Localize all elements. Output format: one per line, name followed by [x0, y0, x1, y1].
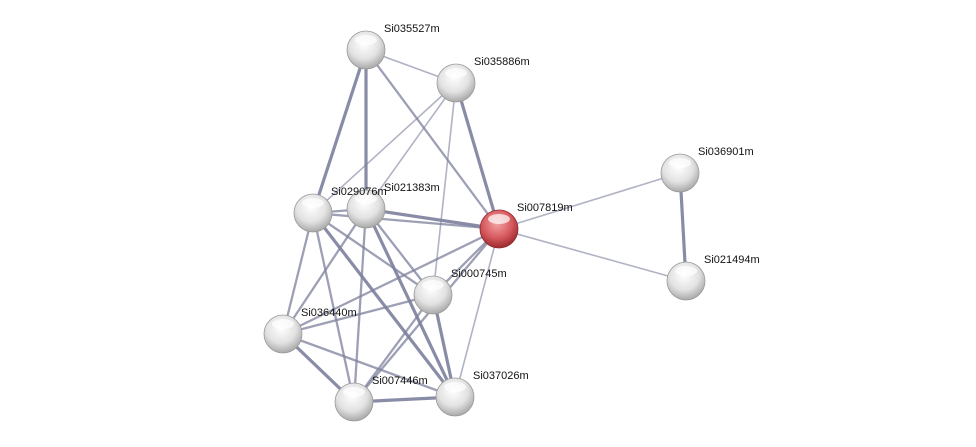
- node-label[interactable]: Si021383m: [384, 182, 440, 194]
- node-Si029076m[interactable]: Si029076m: [293, 186, 387, 233]
- sphere-highlight: [355, 35, 377, 45]
- edge-Si021383m-Si037026m[interactable]: [364, 208, 457, 398]
- node-label[interactable]: Si036440m: [301, 307, 357, 319]
- node-Si037026m[interactable]: Si037026m: [435, 370, 529, 417]
- edge-Si035886m-Si007819m[interactable]: [454, 82, 501, 230]
- node-label[interactable]: Si035886m: [474, 56, 530, 68]
- edge-Si007819m-Si021494m[interactable]: [498, 228, 687, 282]
- edge-Si035527m-Si007819m[interactable]: [365, 49, 500, 230]
- node-label[interactable]: Si007446m: [372, 375, 428, 387]
- edge-Si000745m-Si036440m[interactable]: [282, 293, 434, 336]
- sphere-highlight: [355, 194, 377, 204]
- node-Si000745m[interactable]: Si000745m: [413, 268, 507, 315]
- edge-Si029076m-Si007446m[interactable]: [311, 212, 356, 403]
- sphere-highlight: [675, 266, 697, 276]
- edge-Si035886m-Si021383m[interactable]: [365, 82, 457, 210]
- node-Si035886m[interactable]: Si035886m: [436, 56, 530, 103]
- node-label[interactable]: Si035527m: [384, 23, 440, 35]
- node-Si036901m[interactable]: Si036901m: [660, 146, 754, 193]
- node-label[interactable]: Si021494m: [704, 254, 760, 266]
- edge-Si007819m-Si037026m[interactable]: [454, 228, 500, 398]
- edge-Si021383m-Si007446m[interactable]: [352, 208, 368, 403]
- node-label[interactable]: Si007819m: [517, 202, 573, 214]
- node-label[interactable]: Si000745m: [451, 268, 507, 280]
- sphere-highlight: [302, 198, 324, 208]
- edge-Si035527m-Si029076m[interactable]: [311, 49, 368, 214]
- sphere-highlight: [444, 382, 466, 392]
- sphere-highlight: [422, 280, 444, 290]
- sphere-highlight: [669, 158, 691, 168]
- node-Si036440m[interactable]: Si036440m: [263, 307, 357, 354]
- edge-Si029076m-Si036440m[interactable]: [281, 212, 315, 335]
- sphere-highlight: [445, 68, 467, 78]
- node-Si021494m[interactable]: Si021494m: [666, 254, 760, 301]
- edge-Si007819m-Si036440m[interactable]: [282, 227, 500, 336]
- edge-Si007819m-Si036901m[interactable]: [498, 172, 681, 230]
- edge-Si036440m-Si037026m[interactable]: [282, 332, 456, 399]
- edge-Si029076m-Si007819m[interactable]: [312, 211, 500, 231]
- sphere-highlight: [488, 214, 510, 224]
- edge-Si029076m-Si000745m[interactable]: [312, 212, 434, 296]
- edge-Si000745m-Si007446m[interactable]: [353, 294, 434, 403]
- node-label[interactable]: Si036901m: [698, 146, 754, 158]
- edge-Si007819m-Si007446m[interactable]: [353, 228, 500, 403]
- edge-Si021383m-Si007819m[interactable]: [365, 207, 500, 231]
- node-Si021383m[interactable]: Si021383m: [346, 182, 440, 229]
- edge-Si029076m-Si037026m[interactable]: [311, 212, 457, 398]
- node-Si007446m[interactable]: Si007446m: [334, 375, 428, 422]
- node-label[interactable]: Si029076m: [331, 186, 387, 198]
- edge-Si021383m-Si036440m[interactable]: [282, 208, 367, 335]
- sphere-highlight: [343, 387, 365, 397]
- node-label[interactable]: Si037026m: [473, 370, 529, 382]
- edge-Si035886m-Si029076m[interactable]: [312, 82, 457, 214]
- sphere-highlight: [272, 319, 294, 329]
- node-Si035527m[interactable]: Si035527m: [346, 23, 440, 70]
- node-Si007819m[interactable]: Si007819m: [479, 202, 573, 249]
